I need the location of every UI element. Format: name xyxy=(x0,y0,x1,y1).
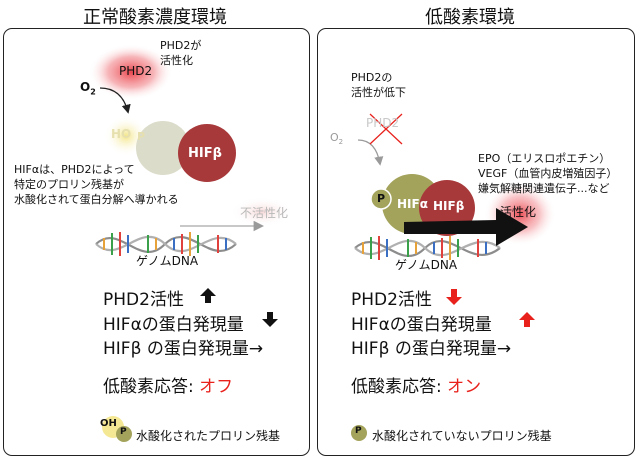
hypoxia-response-left: 低酸素応答: オフ xyxy=(103,377,234,397)
hif-beta-label-right: HIFβ xyxy=(433,199,465,213)
genome-dna-label-left: ゲノムDNA xyxy=(136,254,199,268)
hypoxia-header: 低酸素環境 xyxy=(425,7,515,28)
legend-hydroxylated-text: 水酸化されたプロリン残基 xyxy=(136,429,281,443)
genome-dna-left xyxy=(95,232,237,256)
activation-label: 活性化 xyxy=(500,205,537,219)
hif-beta-left xyxy=(178,124,236,182)
hypoxia-response-right: 低酸素応答: オン xyxy=(351,377,482,397)
phd2-activated-label-2: 活性化 xyxy=(160,54,193,67)
inactive-glow xyxy=(230,197,294,227)
phd2-label: PHD2 xyxy=(119,64,153,78)
hif-alpha-down-arrow xyxy=(262,312,278,327)
phd2-glow xyxy=(89,44,173,100)
hif-alpha-up-arrow xyxy=(519,312,535,327)
phd2-activity-right: PHD2活性 xyxy=(351,290,432,310)
hif-alpha-label-right: HIFα xyxy=(397,197,428,211)
genome-dna-label-right: ゲノムDNA xyxy=(395,258,458,272)
phd2-low-label-1: PHD2の xyxy=(351,71,393,84)
phd2-up-arrow xyxy=(200,288,216,303)
target-gene-vegf: VEGF（血管内皮増殖因子） xyxy=(478,167,618,180)
o2-faded-label: O2 xyxy=(330,131,344,147)
legend-oh-label: OH xyxy=(100,418,117,429)
p-residue-right xyxy=(370,188,392,210)
p-faded-label: P xyxy=(137,130,146,143)
genome-dna-right xyxy=(354,236,501,260)
inactive-label: 不活性化 xyxy=(240,206,289,220)
response-off: オフ xyxy=(199,377,234,397)
normoxia-header: 正常酸素濃度環境 xyxy=(83,7,227,28)
legend-hydroxylated-p xyxy=(116,426,132,442)
target-gene-glycolysis: 嫌気解糖関連遺伝子...など xyxy=(478,182,610,195)
phd2-down-arrow xyxy=(446,289,462,305)
hydroxylation-note-1: HIFαは、PHD2によって xyxy=(14,163,135,176)
p-label-right: P xyxy=(377,192,386,205)
legend-unhydroxylated-p xyxy=(351,425,367,441)
normoxia-panel xyxy=(3,28,310,456)
ho-label: HO xyxy=(111,127,132,141)
hif-beta-expression-right: HIFβ の蛋白発現量→ xyxy=(351,339,512,359)
hif-alpha-expression-left: HIFαの蛋白発現量 xyxy=(103,315,244,335)
faded-hif-alpha xyxy=(136,121,190,175)
phd2-activity-left: PHD2活性 xyxy=(103,290,184,310)
activation-arrow xyxy=(404,208,528,246)
o2-label: O2 xyxy=(80,80,96,97)
legend-p-label-right: P xyxy=(355,426,362,436)
hydroxylation-note-2: 特定のプロリン残基が xyxy=(14,178,124,191)
phd2-faded-label: PHD2 xyxy=(366,116,400,130)
phd2-activated-label-1: PHD2が xyxy=(160,39,202,52)
hif-beta-label-left: HIFβ xyxy=(188,146,222,161)
phd2-inhibited-cross xyxy=(369,113,403,145)
response-on: オン xyxy=(447,377,482,397)
o2-arrow xyxy=(99,87,131,114)
legend-unhydroxylated-text: 水酸化されていないプロリン残基 xyxy=(372,429,552,443)
hydroxylation-note-3: 水酸化されて蛋白分解へ導かれる xyxy=(14,193,179,206)
o2-arrow-faded xyxy=(357,139,384,166)
target-gene-epo: EPO（エリスロポエチン） xyxy=(478,152,611,165)
phd2-low-label-2: 活性が低下 xyxy=(351,86,406,99)
legend-p-label-left: P xyxy=(120,427,127,437)
hif-beta-expression-left: HIFβ の蛋白発現量→ xyxy=(103,339,264,359)
hif-alpha-expression-right: HIFαの蛋白発現量 xyxy=(351,315,492,335)
hypoxia-panel xyxy=(317,28,635,456)
